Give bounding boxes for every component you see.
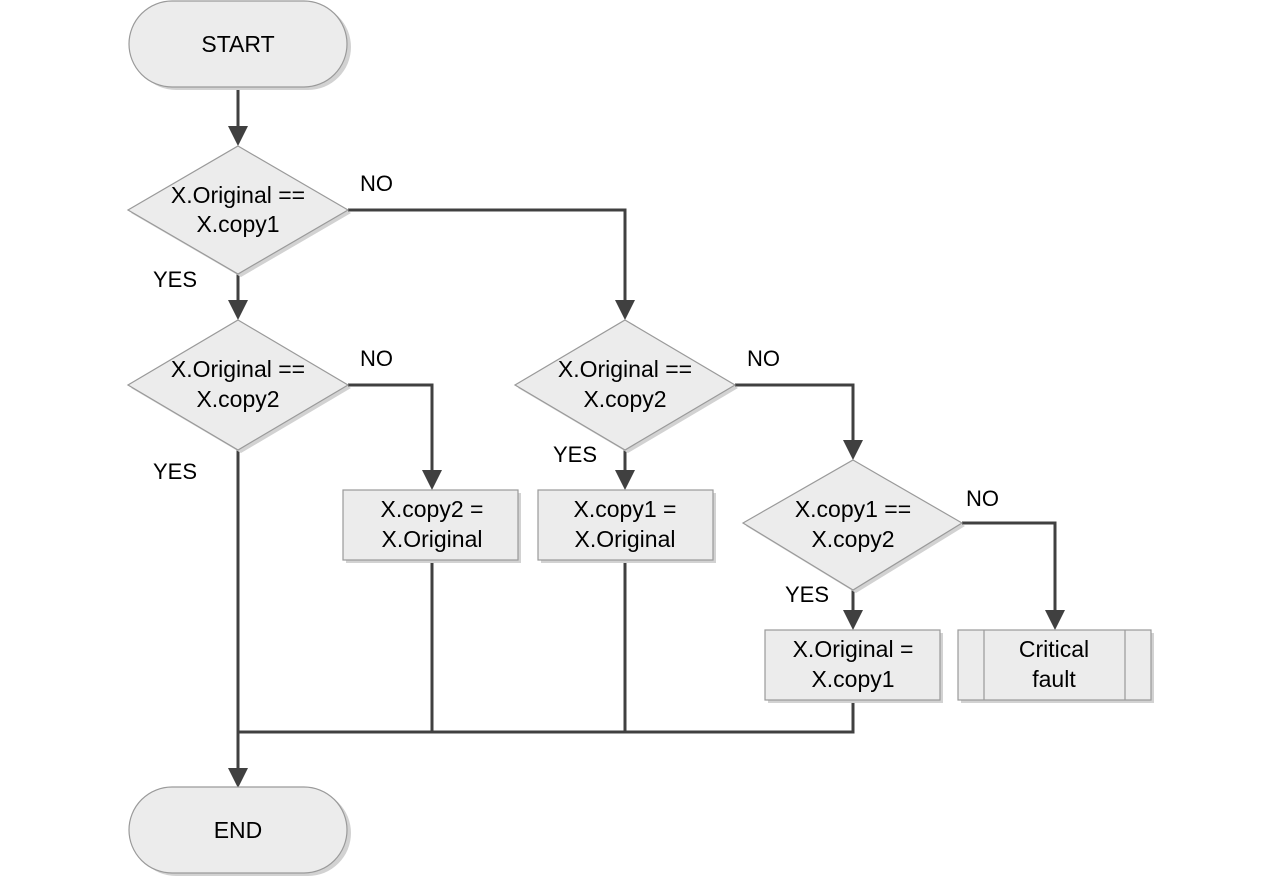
fault-line2: fault <box>1032 666 1076 692</box>
arrowhead-end <box>228 768 248 788</box>
label-d2-yes: YES <box>153 459 197 484</box>
label-d4-yes: YES <box>785 582 829 607</box>
decision-d3-line1: X.Original == <box>558 356 692 382</box>
process-p1-line1: X.copy2 = <box>381 496 484 522</box>
arrowhead-d4 <box>843 440 863 460</box>
end-terminator: END <box>128 786 351 876</box>
arrowhead-d1 <box>228 126 248 146</box>
process-p1-line2: X.Original <box>382 526 483 552</box>
decision-copy1-vs-copy2: X.copy1 == X.copy2 <box>741 459 965 593</box>
process-original-assign: X.Original = X.copy1 <box>764 629 943 703</box>
process-p2-line2: X.Original <box>575 526 676 552</box>
edge-d3-no-to-d4 <box>735 383 855 442</box>
arrowhead-p2 <box>615 470 635 490</box>
connectors <box>236 88 1057 770</box>
arrowheads <box>228 126 1065 788</box>
end-label: END <box>214 817 263 843</box>
edge-d2-no-to-p1 <box>348 383 434 472</box>
label-d3-yes: YES <box>553 442 597 467</box>
start-terminator: START <box>128 0 351 90</box>
decision-d1-line1: X.Original == <box>171 182 305 208</box>
decision-d3-line2: X.copy2 <box>583 386 666 412</box>
edge-d4-no-to-fault <box>962 521 1057 612</box>
start-label: START <box>201 31 274 57</box>
arrowhead-p3 <box>843 610 863 630</box>
process-p2-line1: X.copy1 = <box>574 496 677 522</box>
fault-line1: Critical <box>1019 636 1089 662</box>
label-d4-no: NO <box>966 486 999 511</box>
edge-labels: NO YES NO YES NO YES NO YES <box>153 171 999 607</box>
label-d1-yes: YES <box>153 267 197 292</box>
arrowhead-d2 <box>228 300 248 320</box>
critical-fault-subprocess: Critical fault <box>957 629 1154 703</box>
label-d1-no: NO <box>360 171 393 196</box>
label-d3-no: NO <box>747 346 780 371</box>
decision-original-vs-copy2-left: X.Original == X.copy2 <box>126 319 351 453</box>
arrowhead-d3 <box>615 300 635 320</box>
arrowhead-p1 <box>422 470 442 490</box>
decision-original-vs-copy2-right: X.Original == X.copy2 <box>513 319 738 453</box>
decision-original-vs-copy1: X.Original == X.copy1 <box>126 145 351 277</box>
process-p3-line1: X.Original = <box>793 636 914 662</box>
edge-p3-to-merge <box>238 700 855 734</box>
arrowhead-fault <box>1045 610 1065 630</box>
decision-d2-line1: X.Original == <box>171 356 305 382</box>
decision-d4-line1: X.copy1 == <box>795 496 911 522</box>
decision-d1-line2: X.copy1 <box>196 211 279 237</box>
decision-d2-line2: X.copy2 <box>196 386 279 412</box>
process-copy1-assign: X.copy1 = X.Original <box>537 489 716 563</box>
process-copy2-assign: X.copy2 = X.Original <box>342 489 521 563</box>
decision-d4-line2: X.copy2 <box>811 526 894 552</box>
edge-d1-no-to-d3 <box>348 208 627 302</box>
process-p3-line2: X.copy1 <box>811 666 894 692</box>
label-d2-no: NO <box>360 346 393 371</box>
